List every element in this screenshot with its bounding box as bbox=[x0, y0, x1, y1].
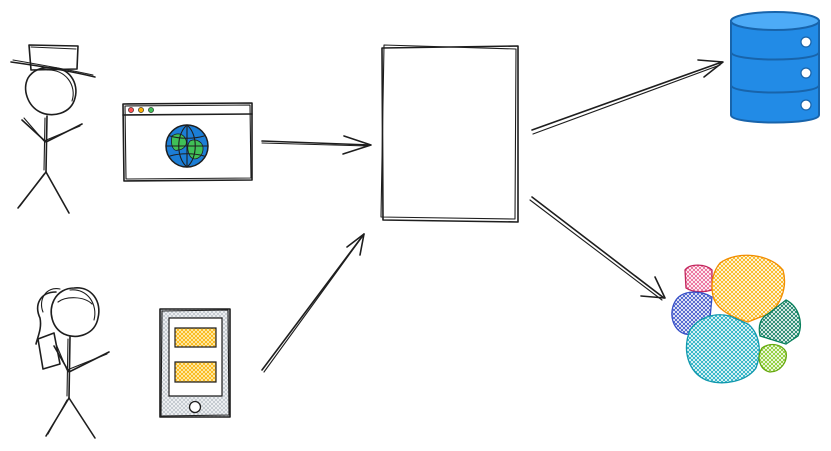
database-icon bbox=[730, 11, 820, 124]
mobile-phone-icon bbox=[159, 308, 231, 418]
arrow-server-to-cluster bbox=[529, 196, 666, 301]
stick-figure-phone-icon bbox=[35, 287, 110, 439]
arrow-server-to-database bbox=[531, 59, 724, 135]
arrow-phone-to-server bbox=[261, 233, 365, 373]
arrow-browser-to-server bbox=[261, 135, 372, 155]
stick-figure-hat-icon bbox=[10, 44, 96, 214]
browser-globe-icon bbox=[122, 102, 253, 182]
cluster-cells-icon bbox=[671, 254, 801, 384]
server-box-icon bbox=[380, 44, 519, 223]
